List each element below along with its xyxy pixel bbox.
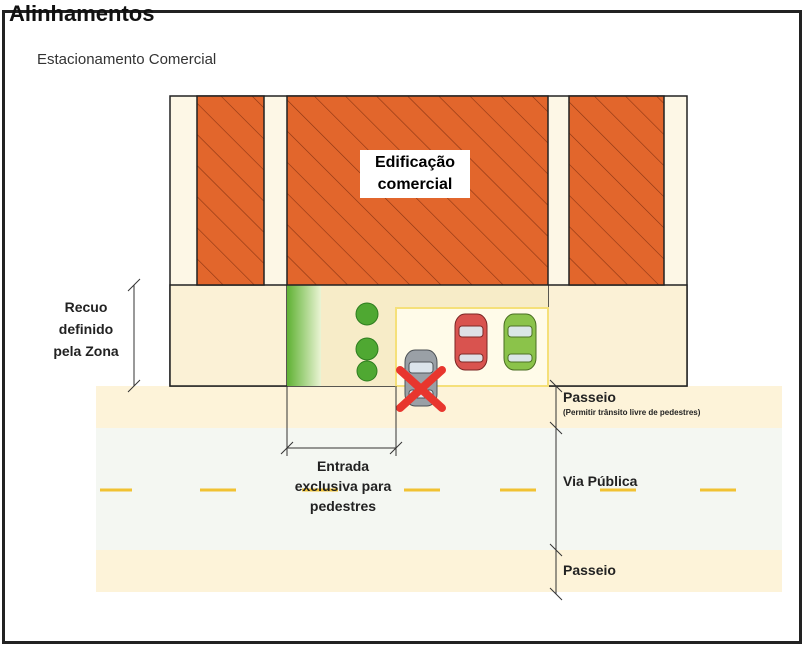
building-label-line2: comercial: [377, 176, 453, 193]
pedestrian-entry-label: Entrada exclusiva para pedestres: [268, 456, 418, 516]
building-label-line1: Edificação: [374, 154, 456, 171]
road-label: Via Pública: [563, 473, 638, 489]
dimension-lines: [127, 278, 563, 601]
building-right: [568, 95, 665, 286]
pedestrian-label-line3: pedestres: [309, 498, 377, 514]
building-label: Edificação comercial: [360, 150, 470, 198]
sidewalk-top-note: (Permitir trânsito livre de pedestres): [563, 408, 701, 417]
building-left: [196, 95, 265, 286]
setback-right: [547, 284, 688, 387]
diagram-title: Estacionamento Comercial: [37, 51, 217, 68]
trees: [355, 302, 379, 382]
pedestrian-label-line2: exclusiva para: [294, 478, 392, 494]
green-strip: [287, 285, 321, 386]
forbidden-x-icon: [396, 366, 446, 412]
setback-label-line3: pela Zona: [53, 343, 119, 359]
car-red: [454, 313, 488, 371]
sidewalk-bottom: [96, 550, 782, 592]
header-title-partial: Alinhamentos: [9, 1, 155, 26]
setback-label-line2: definido: [58, 321, 114, 337]
car-green: [503, 313, 537, 371]
setback-left: [169, 284, 288, 387]
sidewalk-top-label: Passeio: [563, 389, 616, 405]
setback-label-line1: Recuo: [64, 299, 108, 315]
pedestrian-label-line1: Entrada: [316, 458, 370, 474]
sidewalk-bottom-label: Passeio: [563, 562, 616, 578]
setback-label: Recuo definido pela Zona: [44, 296, 128, 362]
